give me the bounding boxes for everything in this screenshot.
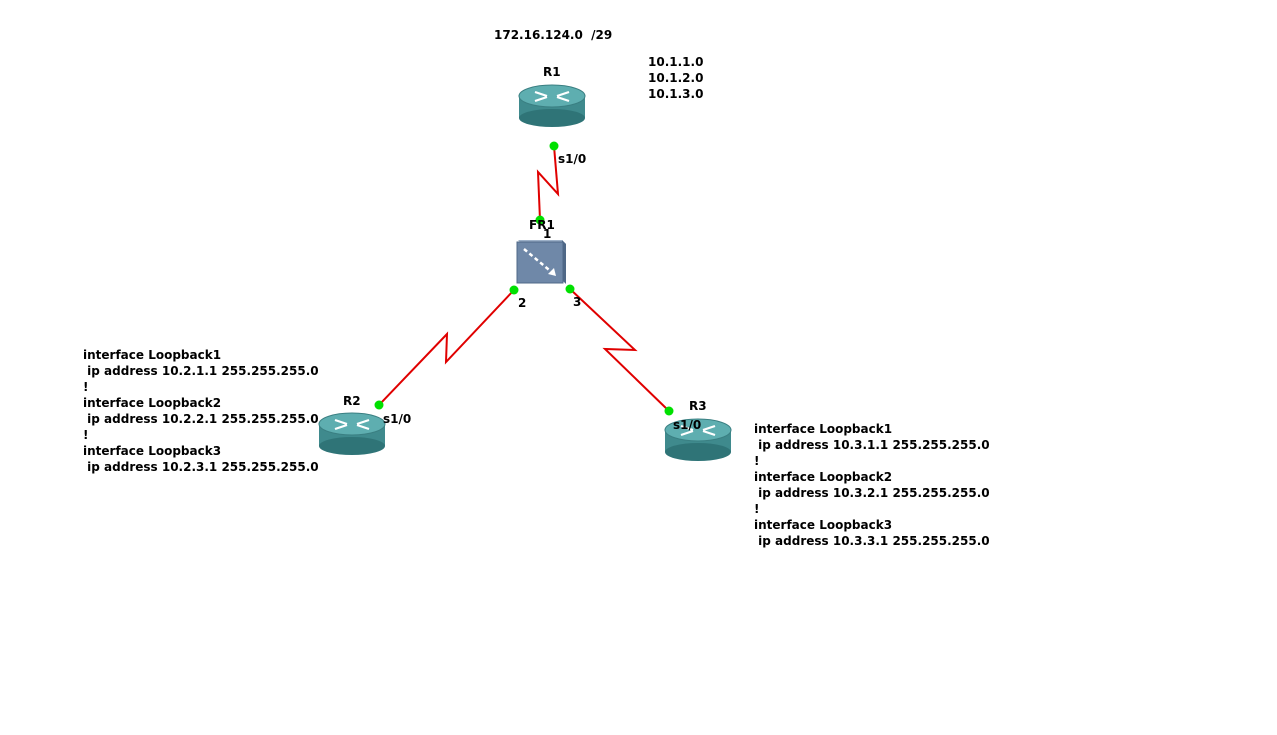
port-dot-r3-s1-0[interactable] [664,406,674,416]
port-dot-fr1-3[interactable] [565,284,575,294]
r3-config-line: ip address 10.3.3.1 255.255.255.0 [754,534,990,548]
r1-network-2: 10.1.2.0 [648,71,704,85]
router-icon[interactable] [517,82,587,130]
r2-config-line: ip address 10.2.2.1 255.255.255.0 [83,412,319,426]
r2-config-note: interface Loopback1 ip address 10.2.1.1 … [83,347,319,475]
subnet-annotation: 172.16.124.0 /29 [494,28,613,42]
link-r1-fr1[interactable] [536,145,560,221]
port-dot-r1-s1-0[interactable] [549,141,559,151]
r3-config-note: interface Loopback1 ip address 10.3.1.1 … [754,421,990,549]
r3-config-line: interface Loopback2 [754,470,893,484]
r3-config-line: ip address 10.3.1.1 255.255.255.0 [754,438,990,452]
fr1-port-3-label: 3 [573,295,582,309]
fr1-port-1-label: 1 [543,227,552,241]
r3-config-line: ip address 10.3.2.1 255.255.255.0 [754,486,990,500]
r3-port-label: s1/0 [673,418,702,432]
r2-config-line: interface Loopback3 [83,444,222,458]
r3-config-line: interface Loopback1 [754,422,893,436]
port-dot-fr1-2[interactable] [509,285,519,295]
r2-config-line: ip address 10.2.3.1 255.255.255.0 [83,460,319,474]
r2-port-label: s1/0 [383,412,412,426]
port-dot-r2-s1-0[interactable] [374,400,384,410]
fr1-label: FR1 [529,218,555,232]
r3-config-line: ! [754,502,760,516]
r1-port-label: s1/0 [558,152,587,166]
router-icon[interactable] [317,410,387,458]
link-fr1-r3[interactable] [569,288,670,412]
router-icon[interactable] [663,416,733,464]
r1-network-3: 10.1.3.0 [648,87,704,101]
r1-network-1: 10.1.1.0 [648,55,704,69]
link-fr1-r2[interactable] [378,289,515,406]
r1-label: R1 [543,65,561,79]
fr1-port-2-label: 2 [518,296,527,310]
r3-config-line: ! [754,454,760,468]
port-dot-fr1-1[interactable] [535,215,545,225]
frame-relay-switch-icon[interactable] [514,236,570,286]
r2-config-line: interface Loopback2 [83,396,222,410]
r2-config-line: ip address 10.2.1.1 255.255.255.0 [83,364,319,378]
r2-config-line: ! [83,428,89,442]
r2-config-line: ! [83,380,89,394]
r3-config-line: interface Loopback3 [754,518,893,532]
r2-label: R2 [343,394,361,408]
r3-label: R3 [689,399,707,413]
r2-config-line: interface Loopback1 [83,348,222,362]
